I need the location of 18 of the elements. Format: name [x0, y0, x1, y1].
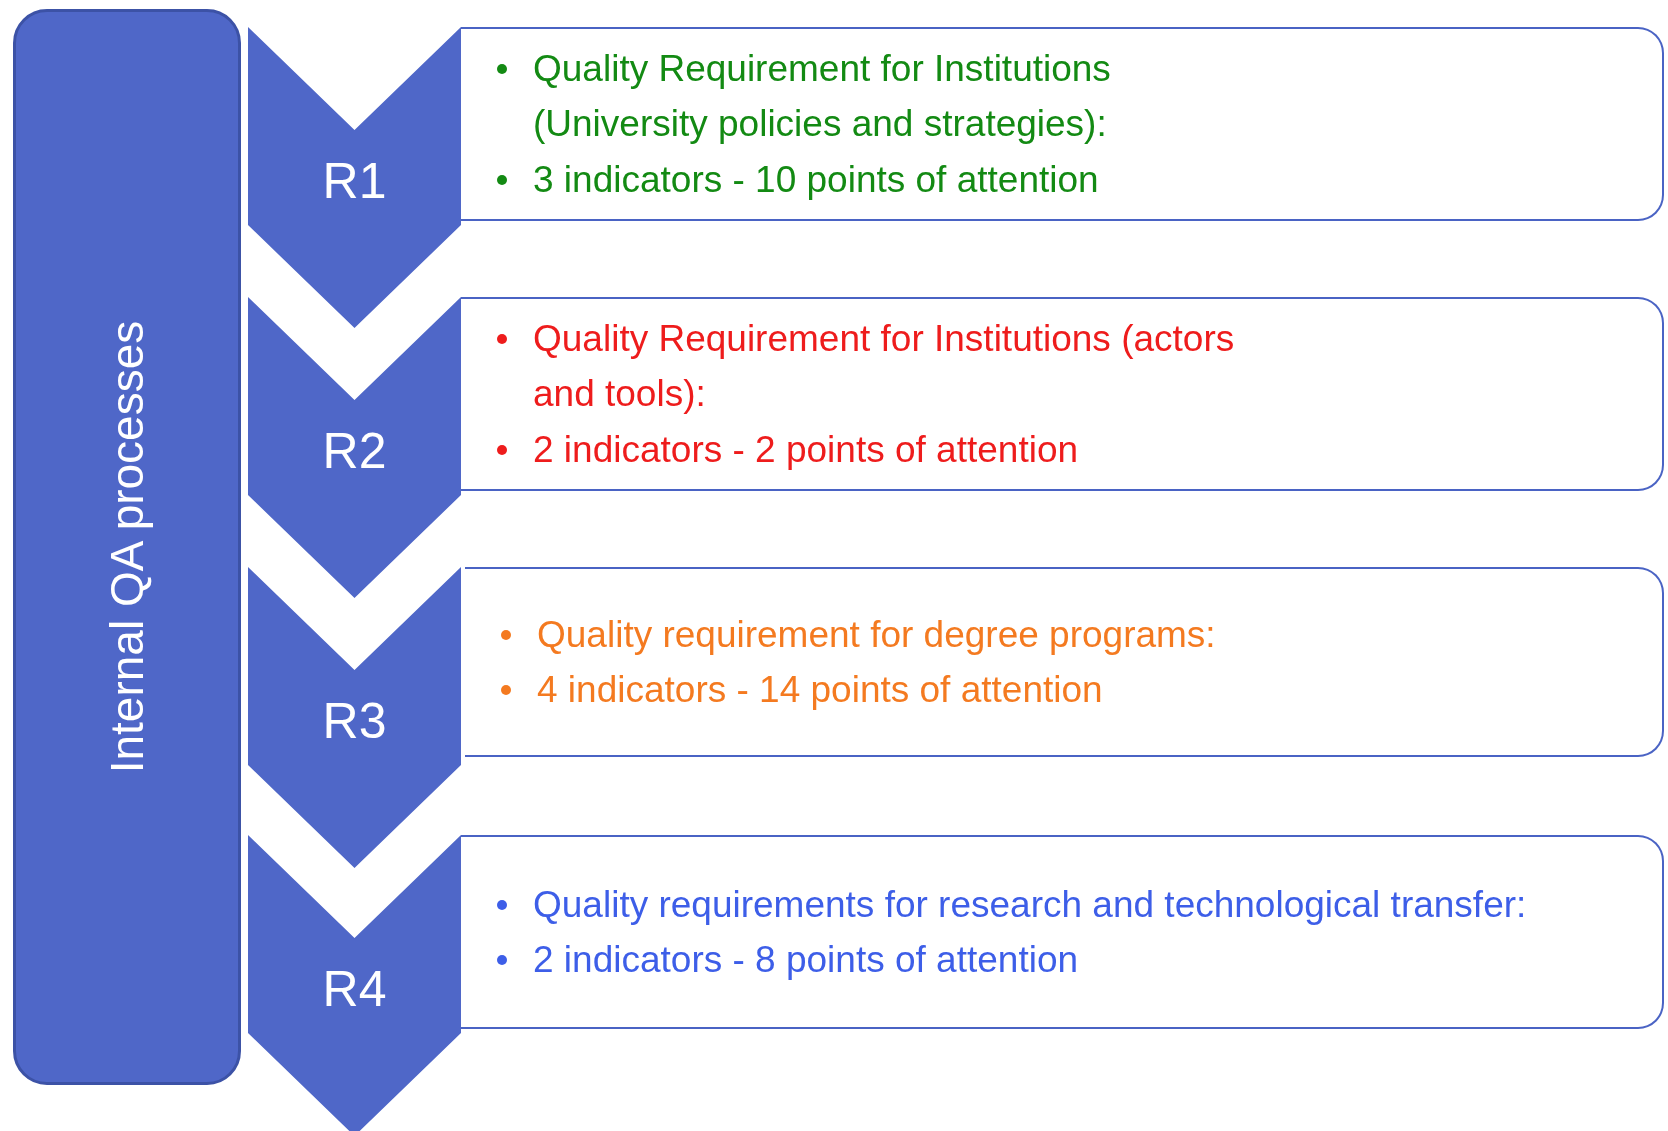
bullet-item: 2 indicators - 8 points of attention: [491, 932, 1653, 988]
info-box: [461, 27, 1664, 221]
bullet-item: Quality Requirement for Institutions (actors and tools):: [491, 310, 1293, 422]
step-label: R2: [321, 422, 388, 480]
side-band: [13, 9, 241, 1085]
bullet-item: 2 indicators - 2 points of attention: [491, 421, 1293, 478]
bullet-item: Quality requirements for research and technological transfer:: [491, 876, 1653, 932]
info-box: [461, 835, 1664, 1029]
step-label: R1: [321, 152, 388, 210]
bullet-item: 3 indicators - 10 points of attention: [491, 151, 1293, 208]
step-label: R4: [321, 960, 388, 1018]
bullet-item: 4 indicators - 14 points of attention: [495, 662, 1662, 718]
info-box: [465, 567, 1664, 757]
info-box: [461, 297, 1664, 491]
band-label: Internal QA processes: [100, 320, 154, 774]
step-label: R3: [321, 692, 388, 750]
bullet-item: Quality requirement for degree programs:: [495, 606, 1662, 662]
bullet-item: Quality Requirement for Institutions (University policies and strategies):: [491, 40, 1293, 152]
